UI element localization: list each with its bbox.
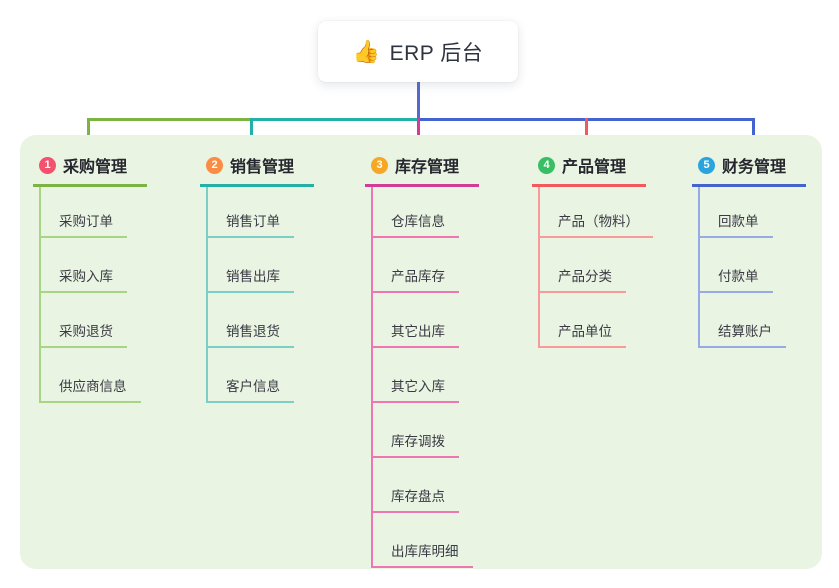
- branch-product: 4 产品管理 产品（物料） 产品分类 产品单位: [532, 150, 653, 348]
- branch-label: 采购管理: [63, 159, 128, 176]
- branches-panel: [20, 135, 822, 569]
- branch-header-purchase[interactable]: 1 采购管理: [33, 150, 147, 187]
- node-stock-transfer[interactable]: 库存调拨: [373, 403, 459, 458]
- node-product-unit[interactable]: 产品单位: [540, 293, 626, 348]
- branch-children-inventory: 仓库信息 产品库存 其它出库 其它入库 库存调拨 库存盘点 出库库明细: [371, 187, 479, 568]
- branch-drop-line-2: [250, 118, 253, 144]
- node-purchase-return[interactable]: 采购退货: [41, 293, 127, 348]
- node-sales-order[interactable]: 销售订单: [208, 187, 294, 238]
- node-purchase-inbound[interactable]: 采购入库: [41, 238, 127, 293]
- branch-header-sales[interactable]: 2 销售管理: [200, 150, 314, 187]
- branch-children-sales: 销售订单 销售出库 销售退货 客户信息: [206, 187, 314, 403]
- branch-children-product: 产品（物料） 产品分类 产品单位: [538, 187, 653, 348]
- branch-sales: 2 销售管理 销售订单 销售出库 销售退货 客户信息: [200, 150, 314, 403]
- branch-header-inventory[interactable]: 3 库存管理: [365, 150, 479, 187]
- branch-drop-line-3: [417, 118, 420, 144]
- node-stock-count[interactable]: 库存盘点: [373, 458, 459, 513]
- branch-number-badge: 2: [206, 156, 223, 174]
- branch-label: 销售管理: [230, 159, 295, 176]
- branch-header-product[interactable]: 4 产品管理: [532, 150, 646, 187]
- branch-number-badge: 1: [39, 156, 56, 174]
- branch-header-finance[interactable]: 5 财务管理: [692, 150, 806, 187]
- node-other-outbound[interactable]: 其它出库: [373, 293, 459, 348]
- branch-label: 产品管理: [562, 159, 627, 176]
- connector-rail-teal: [252, 118, 419, 121]
- node-sales-outbound[interactable]: 销售出库: [208, 238, 294, 293]
- branch-drop-line-4: [585, 118, 588, 144]
- branch-children-purchase: 采购订单 采购入库 采购退货 供应商信息: [39, 187, 147, 403]
- node-other-inbound[interactable]: 其它入库: [373, 348, 459, 403]
- node-product-category[interactable]: 产品分类: [540, 238, 626, 293]
- root-node-label: ERP 后台: [389, 41, 484, 65]
- branch-number-badge: 3: [371, 156, 388, 174]
- node-sales-return[interactable]: 销售退货: [208, 293, 294, 348]
- branch-children-finance: 回款单 付款单 结算账户: [698, 187, 806, 348]
- branch-drop-line-5: [752, 118, 755, 146]
- branch-drop-line-1: [87, 118, 90, 144]
- node-payment-bill[interactable]: 付款单: [700, 238, 773, 293]
- node-outbound-detail[interactable]: 出库库明细: [373, 513, 473, 568]
- node-product-material[interactable]: 产品（物料）: [540, 187, 653, 238]
- root-node-erp[interactable]: 👍 ERP 后台: [318, 21, 518, 82]
- node-supplier-info[interactable]: 供应商信息: [41, 348, 141, 403]
- branch-number-badge: 5: [698, 156, 715, 174]
- branch-label: 库存管理: [395, 159, 460, 176]
- branch-number-badge: 4: [538, 156, 555, 174]
- node-settlement-account[interactable]: 结算账户: [700, 293, 786, 348]
- branch-purchase: 1 采购管理 采购订单 采购入库 采购退货 供应商信息: [33, 150, 147, 403]
- node-warehouse-info[interactable]: 仓库信息: [373, 187, 459, 238]
- root-connector-line: [417, 82, 420, 119]
- branch-inventory: 3 库存管理 仓库信息 产品库存 其它出库 其它入库 库存调拨 库存盘点 出库库…: [365, 150, 479, 568]
- thumbs-up-icon: 👍: [352, 38, 381, 64]
- node-customer-info[interactable]: 客户信息: [208, 348, 294, 403]
- branch-finance: 5 财务管理 回款单 付款单 结算账户: [692, 150, 806, 348]
- node-product-stock[interactable]: 产品库存: [373, 238, 459, 293]
- branch-label: 财务管理: [722, 159, 787, 176]
- node-purchase-order[interactable]: 采购订单: [41, 187, 127, 238]
- node-receipt-bill[interactable]: 回款单: [700, 187, 773, 238]
- connector-rail-green: [87, 118, 252, 121]
